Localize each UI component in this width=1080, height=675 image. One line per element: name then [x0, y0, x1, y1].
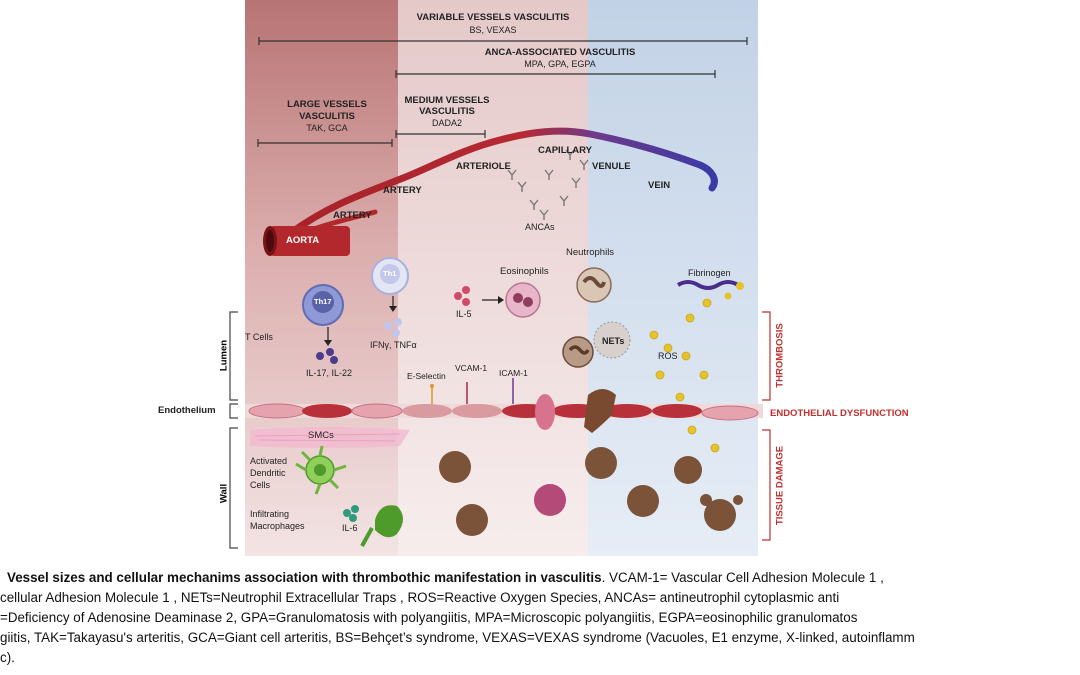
th17-label: Th17	[314, 297, 332, 306]
vasculitis-range-brackets	[257, 37, 748, 147]
wall-label: Wall	[218, 483, 230, 504]
figure-caption: Vessel sizes and cellular mechanims asso…	[0, 568, 1080, 668]
eselectin-label: E-Selectin	[407, 371, 446, 381]
anca-sub: MPA, GPA, EGPA	[524, 59, 596, 69]
fibrinogen-strand	[676, 280, 744, 300]
fibrinogen-label: Fibrinogen	[688, 268, 731, 278]
ros-label: ROS	[658, 351, 678, 361]
anca-antibodies	[507, 149, 589, 220]
medium-vessels-title1: MEDIUM VESSELS	[404, 95, 490, 106]
nets-label: NETs	[602, 336, 625, 346]
th17-cell	[302, 284, 344, 364]
anca-title: ANCA-ASSOCIATED VASCULITIS	[484, 47, 636, 58]
endothelial-dysfunction-label: ENDOTHELIAL DYSFUNCTION	[770, 408, 909, 419]
tissue-damage-label: TISSUE DAMAGE	[774, 445, 786, 526]
macrophages-label-1: Infiltrating	[250, 509, 290, 519]
tcells-label: T Cells	[245, 332, 273, 342]
large-vessels-sub: TAK, GCA	[306, 123, 348, 133]
eosinophil-cell	[505, 282, 541, 318]
caption-line-3: =Deficiency of Adenosine Deaminase 2, GP…	[0, 610, 858, 625]
eosinophils-label: Eosinophils	[500, 266, 549, 277]
il17-label: IL-17, IL-22	[306, 368, 353, 378]
caption-title: Vessel sizes and cellular mechanims asso…	[7, 570, 602, 585]
ancas-label: ANCAs	[525, 222, 555, 232]
th1-label: Th1	[383, 269, 397, 278]
caption-line-2: cellular Adhesion Molecule 1 , NETs=Neut…	[0, 590, 840, 605]
th1-cell	[371, 257, 409, 337]
vessel-tree	[263, 127, 718, 256]
dendritic-label-1: Activated	[250, 456, 288, 466]
il6-label: IL-6	[342, 523, 358, 533]
ifn-label: IFNγ, TNFα	[370, 340, 417, 350]
caption-line-1: . VCAM-1= Vascular Cell Adhesion Molecul…	[601, 570, 884, 585]
neutrophils-label: Neutrophils	[566, 247, 615, 258]
medium-vessels-title2: VASCULITIS	[419, 106, 475, 117]
layer-brackets	[229, 311, 771, 549]
aorta-label: AORTA	[286, 235, 320, 246]
lumen-label: Lumen	[218, 339, 230, 372]
wall-layer	[250, 427, 743, 547]
endothelium-row	[245, 378, 763, 433]
capillary-label: CAPILLARY	[538, 145, 593, 156]
artery-label-2: ARTERY	[383, 185, 422, 196]
thrombosis-label: THROMBOSIS	[774, 323, 786, 388]
dendritic-label-2: Dendritic	[250, 468, 286, 478]
large-vessels-title1: LARGE VESSELS	[287, 99, 367, 110]
neutrophil-top	[576, 267, 612, 303]
medium-vessels-sub: DADA2	[431, 118, 462, 128]
ros-particles	[649, 298, 720, 453]
vcam-label: VCAM-1	[455, 363, 488, 373]
caption-line-4: giitis, TAK=Takayasu's arteritis, GCA=Gi…	[0, 630, 915, 645]
icam-label: ICAM-1	[499, 368, 528, 378]
endothelium-label: Endothelium	[158, 405, 216, 416]
smcs-label: SMCs	[308, 430, 334, 441]
large-vessels-title2: VASCULITIS	[299, 111, 355, 122]
macrophages-label-2: Macrophages	[250, 521, 305, 531]
il5-label: IL-5	[456, 309, 472, 319]
il5-cytokines	[454, 286, 504, 306]
venule-label: VENULE	[592, 161, 631, 172]
caption-line-5: c).	[0, 650, 15, 665]
medium-vessel-zone	[398, 0, 588, 556]
dendritic-label-3: Cells	[250, 480, 271, 490]
variable-vessels-sub: BS, VEXAS	[469, 25, 517, 35]
artery-label-1: ARTERY	[333, 210, 372, 221]
arteriole-label: ARTERIOLE	[456, 161, 511, 172]
nets-neutrophil	[562, 321, 631, 368]
aorta-shape	[270, 226, 350, 256]
vasculitis-diagram	[229, 0, 771, 556]
vein-label: VEIN	[648, 180, 671, 191]
variable-vessels-title: VARIABLE VESSELS VASCULITIS	[416, 12, 570, 23]
